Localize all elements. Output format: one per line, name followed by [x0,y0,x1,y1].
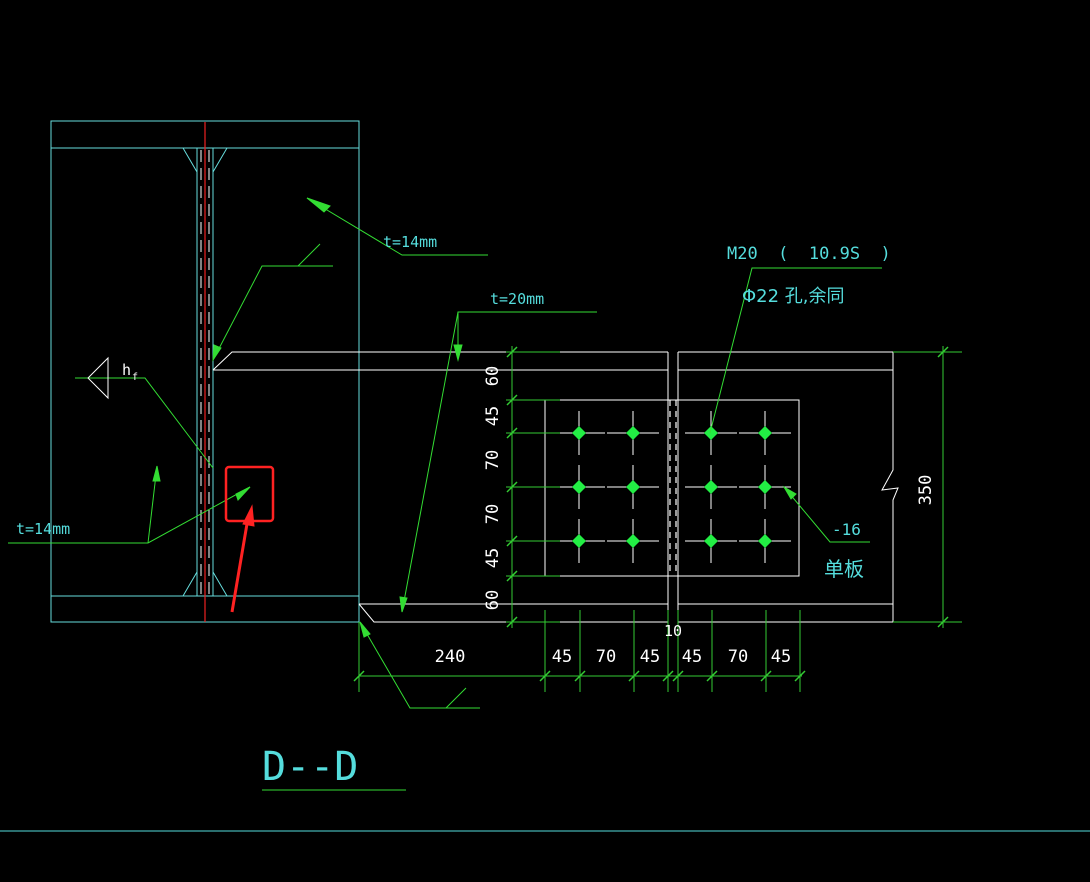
dim-v-4: 45 [483,548,503,568]
bolt [626,480,640,494]
bolt [704,480,718,494]
dim-v-5: 60 [483,590,503,610]
bolt [704,426,718,440]
dim-h-6: 45 [771,647,791,667]
leaders [0,197,1090,832]
bolt [572,480,586,494]
dim-h-2: 70 [596,647,616,667]
bolt [572,534,586,548]
label-hole-spec: Φ22 孔,余同 [742,286,845,307]
leader-bolt-spec [709,267,882,434]
bolt [572,426,586,440]
web-fillet-top [182,147,228,173]
beam-top-flange-right [667,351,894,371]
dim-h-0: 240 [435,647,466,667]
splice-gap-lines [669,400,677,576]
bolt [704,534,718,548]
beam-bottom-flange-right [667,603,894,623]
leader-plate [783,486,870,543]
dim-h-3: 45 [640,647,660,667]
dim-v-3: 70 [483,504,503,524]
bolt-group [553,411,791,563]
text-labels: t=14mm t=20mm t=14mm h f M20 ( 10.9S ) Φ… [16,233,891,790]
bolt [758,426,772,440]
column-web-hidden-lines [200,150,210,594]
dim-v-0: 60 [483,366,503,386]
label-plate-name: 单板 [824,557,864,581]
label-bolt-spec: M20 ( 10.9S ) [727,244,891,264]
leader-beam-bottom-flange [401,311,459,613]
dimensions [358,346,962,692]
leader-beam-flange [457,311,597,360]
dim-h-4: 45 [682,647,702,667]
leader-column-flange [306,197,488,256]
dim-gap: 10 [664,622,682,640]
red-arrow-icon [230,504,255,613]
dim-total-height: 350 [916,475,936,506]
splice-plate [544,399,800,577]
bolt [626,426,640,440]
weld-symbol-icon [87,356,109,400]
label-section-title: D--D [262,744,358,790]
bolt [758,480,772,494]
beam-top-flange [212,351,668,371]
bolt [758,534,772,548]
label-weld-hf-sub: f [132,372,138,383]
label-column-flange-thickness: t=14mm [383,233,437,251]
leader-weld-bottom [359,621,480,709]
beam-bottom-flange [358,603,668,623]
dim-h-5: 70 [728,647,748,667]
dim-h-1: 45 [552,647,572,667]
leader-weld-top [212,243,333,361]
label-plate-thickness: -16 [832,520,861,539]
beam-break-line [881,352,899,622]
dim-v-2: 70 [483,450,503,470]
dimension-ticks [353,346,949,682]
annotation-highlight [224,465,275,613]
label-weld-hf: h [122,361,131,379]
dimension-text: 350 10 60 45 70 70 45 60 240 45 70 45 45… [435,366,936,667]
bolt [626,534,640,548]
leader-hf [75,377,214,469]
label-web-stiffener-thickness: t=14mm [16,520,70,538]
web-fillet-bottom [182,571,228,597]
label-beam-flange-thickness: t=20mm [490,290,544,308]
dim-v-1: 45 [483,406,503,426]
